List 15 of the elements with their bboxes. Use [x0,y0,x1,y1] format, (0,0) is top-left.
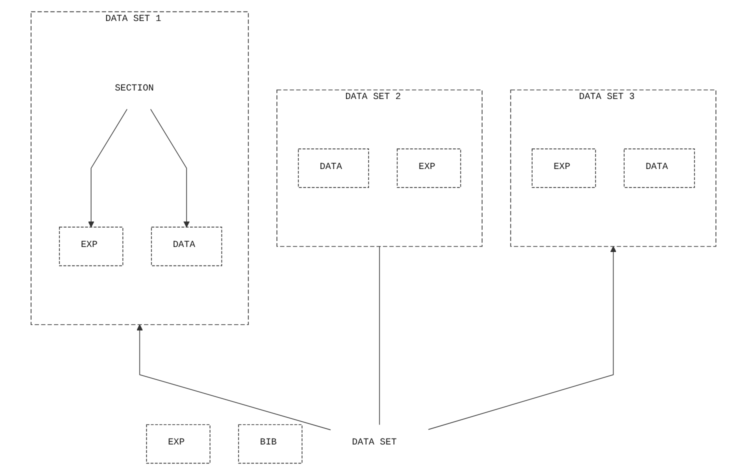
node-box: EXP [396,148,462,188]
node-box: EXP [59,226,124,266]
arrow [150,108,190,228]
arrow [428,246,616,430]
node-box: EXP [532,148,596,188]
node-box: DATA [624,148,695,188]
node-text: DATA SET [352,436,397,448]
node-box: BIB [238,424,302,464]
node-box: DATA [151,226,222,266]
node-box: EXP [146,424,210,464]
connector [379,246,380,426]
arrow [88,108,128,228]
node-box: DATA [298,148,369,188]
arrow [136,324,331,430]
node-text: SECTION [114,82,154,94]
